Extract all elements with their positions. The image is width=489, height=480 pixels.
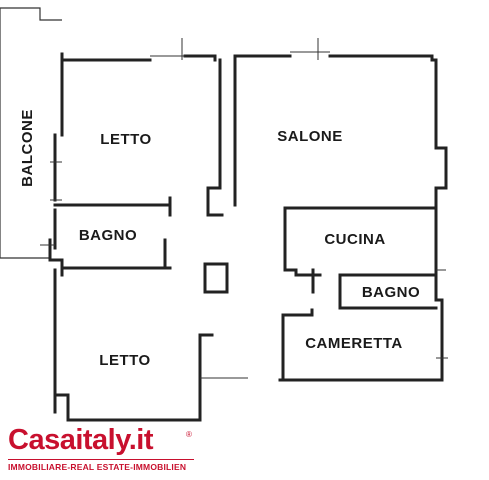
room-label-letto-top: LETTO — [100, 131, 151, 148]
room-label-bagno-right: BAGNO — [362, 284, 420, 301]
room-label-cameretta: CAMERETTA — [305, 335, 403, 352]
logo-divider — [8, 459, 194, 460]
brand-tagline: IMMOBILIARE-REAL ESTATE-IMMOBILIEN — [8, 462, 187, 472]
balcone-outline — [0, 7, 62, 259]
outer-walls — [48, 52, 448, 422]
interior-walls — [53, 58, 438, 382]
registered-mark: ® — [186, 430, 192, 439]
room-label-letto-bottom: LETTO — [99, 352, 150, 369]
room-label-bagno-left: BAGNO — [79, 227, 137, 244]
brand-logo: Casaitaly.it — [8, 424, 153, 456]
window-marks — [40, 38, 448, 379]
room-label-salone: SALONE — [277, 128, 343, 145]
room-label-balcone: BALCONE — [19, 109, 36, 187]
room-label-cucina: CUCINA — [324, 231, 385, 248]
